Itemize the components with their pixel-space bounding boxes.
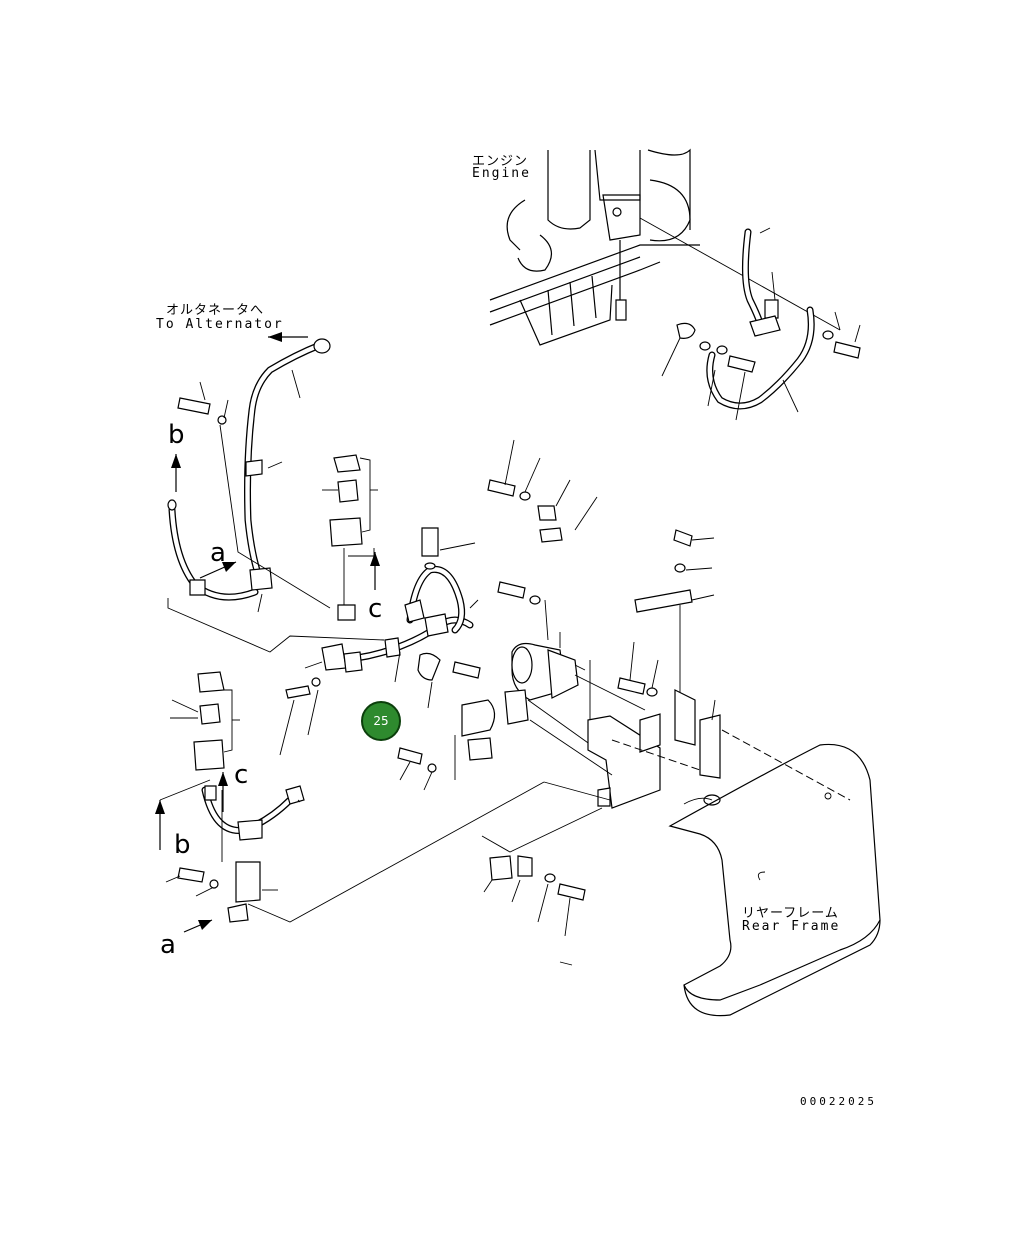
engine-label-jp: エンジン [472,154,529,169]
view-marker-c-bottom: c [234,760,249,790]
view-marker-b-top: b [168,420,185,450]
callout-number: 25 [373,714,389,728]
bracket-assembly [529,529,851,809]
solenoid-assembly [461,599,606,761]
drawing-number: 00022025 [800,1095,877,1108]
lower-bracket-parts [481,807,603,966]
rear-frame-label-jp: リヤーフレーム [742,906,839,921]
rear-frame [668,743,881,1017]
engine-label-en: Engine [472,166,531,181]
alternator-cable [167,338,385,653]
view-marker-b-bottom: b [174,830,191,860]
view-marker-c-top: c [368,594,383,624]
engine-ground-cable [661,227,861,421]
central-harness [304,527,479,709]
rear-frame-label-en: Rear Frame [742,919,841,934]
alternator-label-en: To Alternator [156,317,284,332]
relay-group-lower [170,671,321,771]
middle-parts [397,439,598,791]
view-marker-a-top: a [210,538,226,568]
relay-group-upper [322,454,378,621]
engine-assembly [489,148,841,346]
view-marker-a-bottom: a [160,930,176,960]
alternator-label-jp: オルタネータへ [166,303,265,318]
direction-arrows [155,332,380,933]
callout-badge-25[interactable]: 25 [361,701,401,741]
lower-harness [159,779,545,923]
